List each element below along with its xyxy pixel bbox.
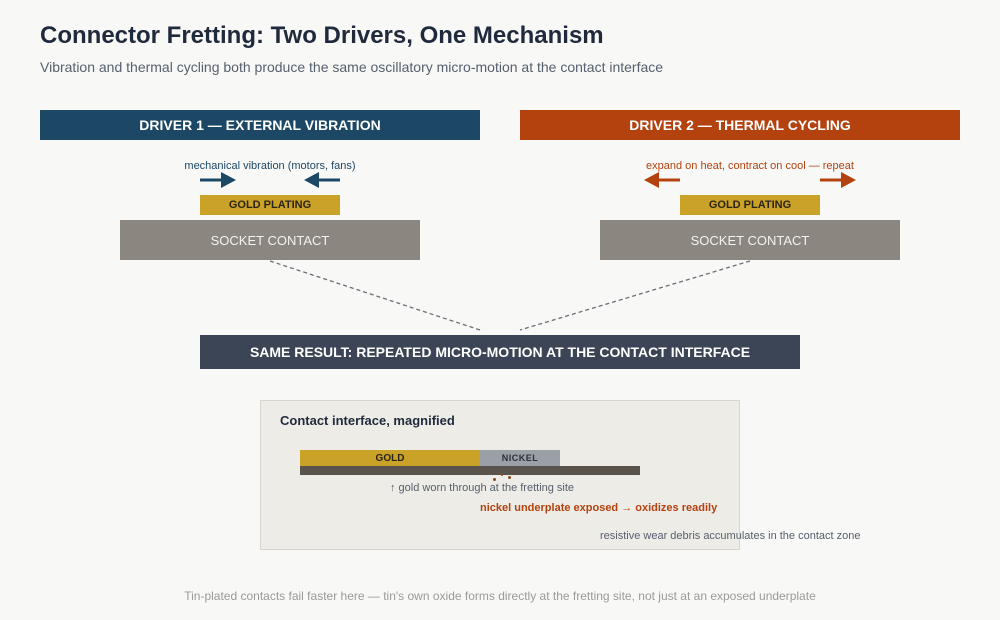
- vibration-arrow-left-head: [304, 172, 319, 188]
- vibration-arrows-icon: [200, 172, 340, 188]
- thermal-arrow-right-head: [841, 172, 856, 188]
- driver1-header: DRIVER 1 — EXTERNAL VIBRATION: [40, 110, 480, 140]
- driver2-gold-plating: GOLD PLATING: [680, 195, 820, 215]
- gold-layer: GOLD: [300, 450, 480, 466]
- result-banner: SAME RESULT: REPEATED MICRO-MOTION AT TH…: [200, 335, 800, 369]
- oxidize-note: nickel underplate exposed → oxidizes rea…: [480, 502, 718, 514]
- driver2-header: DRIVER 2 — THERMAL CYCLING: [520, 110, 960, 140]
- nickel-layer: NICKEL: [480, 450, 560, 466]
- magnified-title: Contact interface, magnified: [280, 413, 455, 428]
- debris-particle: [508, 476, 511, 479]
- debris-particle: [493, 478, 496, 481]
- page-subtitle: Vibration and thermal cycling both produ…: [40, 59, 664, 75]
- driver1-caption: mechanical vibration (motors, fans): [184, 160, 356, 172]
- worn-through-note: ↑ gold worn through at the fretting site: [390, 482, 575, 494]
- debris-particle: [501, 474, 503, 476]
- driver1-gold-plating: GOLD PLATING: [200, 195, 340, 215]
- debris-note: resistive wear debris accumulates in the…: [600, 530, 861, 542]
- converge-line-left: [269, 260, 481, 331]
- driver2-caption: expand on heat, contract on cool — repea…: [646, 160, 854, 172]
- base-metal-layer: [300, 466, 640, 475]
- footer-note: Tin-plated contacts fail faster here — t…: [184, 589, 816, 603]
- driver2-socket-contact: SOCKET CONTACT: [600, 220, 900, 260]
- thermal-arrows-icon: [644, 172, 856, 188]
- page-title: Connector Fretting: Two Drivers, One Mec…: [40, 22, 604, 49]
- thermal-arrow-left-head: [644, 172, 659, 188]
- vibration-arrow-right-head: [221, 172, 236, 188]
- driver1-socket-contact: SOCKET CONTACT: [120, 220, 420, 260]
- magnified-panel: [260, 400, 740, 550]
- converge-line-right: [519, 260, 751, 331]
